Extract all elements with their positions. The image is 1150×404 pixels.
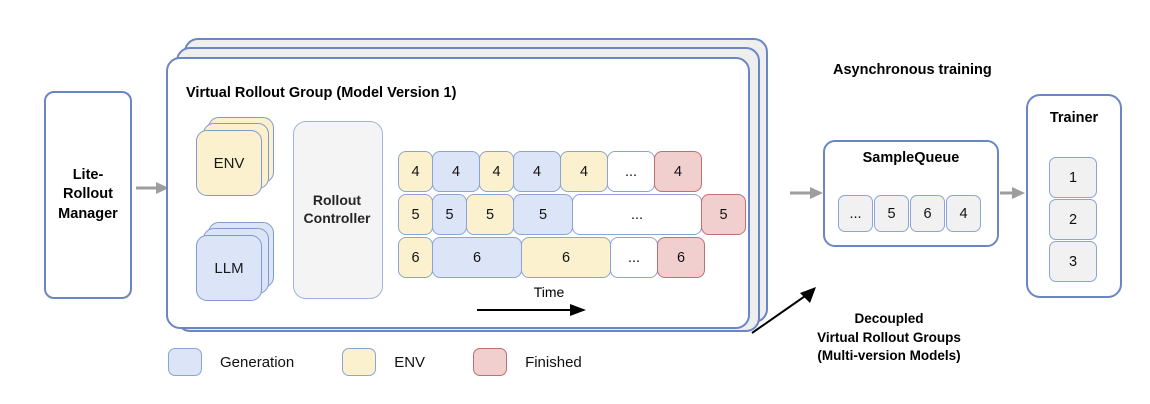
llm-card bbox=[196, 235, 262, 301]
legend-label: Generation bbox=[220, 353, 295, 371]
timeline-block-env: 5 bbox=[466, 194, 514, 235]
timeline-block-gen: 4 bbox=[513, 151, 561, 192]
lite-rollout-manager-label: Lite- Rollout Manager bbox=[58, 167, 118, 222]
timeline-block-env: 4 bbox=[479, 151, 514, 192]
legend: Generation ENV Finished bbox=[168, 348, 630, 376]
sample-queue-chip: ... bbox=[838, 195, 873, 232]
timeline-block-ell: ... bbox=[610, 237, 658, 278]
timeline-block-ell: ... bbox=[607, 151, 655, 192]
sample-queue-title: SampleQueue bbox=[862, 150, 960, 166]
time-axis-label: Time bbox=[533, 284, 565, 300]
timeline-block-gen: 5 bbox=[432, 194, 467, 235]
timeline-block-gen: 6 bbox=[432, 237, 522, 278]
rollout-controller-box bbox=[293, 121, 383, 299]
arrow-queue-to-trainer bbox=[1000, 187, 1025, 199]
sample-queue-chip: 5 bbox=[874, 195, 909, 232]
decoupled-pointer-arrow-icon bbox=[751, 287, 816, 334]
lite-rollout-manager-box bbox=[44, 91, 132, 299]
env-card-label: ENV bbox=[213, 154, 245, 172]
legend-label: Finished bbox=[525, 353, 582, 371]
trainer-slot: 2 bbox=[1049, 199, 1097, 240]
timeline-block-env: 6 bbox=[398, 237, 433, 278]
legend-item: Finished bbox=[473, 348, 582, 376]
timeline-block-env: 5 bbox=[398, 194, 433, 235]
timeline-block-fin: 6 bbox=[657, 237, 705, 278]
legend-swatch-fin bbox=[473, 348, 508, 376]
legend-item: Generation bbox=[168, 348, 294, 376]
time-axis-arrow-icon bbox=[477, 304, 586, 316]
timeline-block-gen: 4 bbox=[432, 151, 480, 192]
legend-swatch-gen bbox=[168, 348, 202, 376]
timeline-block-ell: ... bbox=[572, 194, 702, 235]
sample-queue-chip: 4 bbox=[946, 195, 981, 232]
timeline-block-env: 4 bbox=[398, 151, 433, 192]
trainer-slot: 3 bbox=[1049, 241, 1097, 282]
decoupled-annotation: Decoupled Virtual Rollout Groups (Multi-… bbox=[817, 311, 961, 364]
llm-card-label: LLM bbox=[214, 259, 244, 277]
timeline-block-env: 4 bbox=[560, 151, 608, 192]
trainer-title: Trainer bbox=[1049, 110, 1099, 126]
timeline-block-fin: 5 bbox=[701, 194, 746, 235]
legend-label: ENV bbox=[394, 353, 426, 371]
rollout-controller-label: Rollout Controller bbox=[303, 191, 371, 226]
rollout-group-title: Virtual Rollout Group (Model Version 1) bbox=[186, 85, 457, 101]
legend-swatch-env bbox=[342, 348, 377, 376]
env-card bbox=[196, 130, 262, 196]
sample-queue-chip: 6 bbox=[910, 195, 945, 232]
arrow-group-to-queue bbox=[790, 187, 823, 199]
arrow-manager-to-group bbox=[136, 182, 169, 194]
legend-item: ENV bbox=[342, 348, 425, 376]
asynchronous-training-label: Asynchronous training bbox=[833, 62, 992, 78]
trainer-slot: 1 bbox=[1049, 157, 1097, 198]
timeline-block-fin: 4 bbox=[654, 151, 702, 192]
timeline-block-gen: 5 bbox=[513, 194, 573, 235]
timeline-block-env: 6 bbox=[521, 237, 611, 278]
